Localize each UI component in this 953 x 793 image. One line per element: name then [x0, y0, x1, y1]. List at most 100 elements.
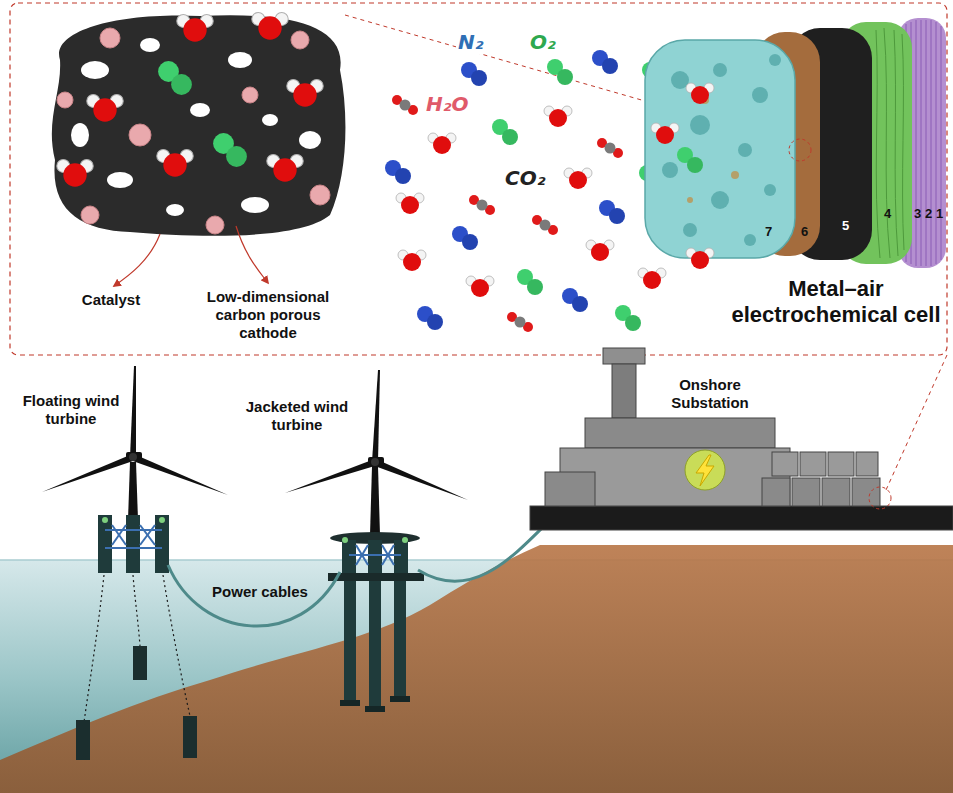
- metal-air-cell-part-part: [690, 115, 710, 135]
- zoom-frame: [10, 3, 947, 355]
- onshore-substation: [530, 348, 953, 530]
- jacketed-wind-turbine-part: [342, 540, 356, 574]
- gas-molecules-part: [564, 168, 592, 189]
- part-label: Catalyst: [66, 291, 156, 309]
- porous-cathode-part-part: [81, 206, 99, 224]
- floating-wind-turbine-part-part: [140, 525, 155, 545]
- metal-air-cell-part-part: [884, 28, 890, 258]
- metal-air-cell-part: [876, 28, 904, 258]
- gas-molecules-part: [398, 250, 426, 271]
- floating-wind-turbine-part-part: [105, 529, 162, 531]
- metal-air-cell-part-part: [916, 20, 917, 266]
- callout-number: 3: [914, 206, 921, 222]
- gas-molecules-part: [532, 215, 558, 235]
- gas-molecules-part: [461, 62, 487, 86]
- jacketed-wind-turbine-part: [285, 460, 378, 493]
- porous-cathode-part: [87, 94, 123, 121]
- jacketed-wind-turbine-part: [394, 581, 406, 699]
- molecule-label: H₂O: [424, 92, 471, 116]
- onshore-substation-part: [792, 478, 820, 506]
- callout-number: 5: [842, 218, 849, 234]
- floating-wind-turbine-part: [126, 452, 142, 461]
- floating-wind-turbine-part-part: [105, 547, 162, 549]
- callout-number: 7: [765, 224, 772, 240]
- molecule-label: N₂: [456, 30, 486, 54]
- porous-cathode-part: [81, 61, 109, 79]
- porous-cathode-part-part: [100, 28, 120, 48]
- gas-molecules-part: [562, 288, 588, 312]
- porous-cathode-part: [241, 197, 269, 213]
- jacketed-wind-turbine-part: [369, 581, 381, 709]
- porous-cathode-part: [262, 114, 278, 126]
- gas-molecules-part: [586, 240, 614, 261]
- onshore-substation-part: [685, 450, 725, 490]
- leader-arrow: [114, 234, 160, 286]
- zoom-line: [886, 355, 947, 490]
- floating-wind-turbine-part: [98, 515, 112, 573]
- jacketed-wind-turbine-part: [370, 466, 380, 535]
- jacketed-wind-turbine-part: [402, 537, 408, 543]
- onshore-substation-part: [530, 506, 953, 530]
- gas-molecules-part: [466, 276, 494, 297]
- metal-air-cell-part: [677, 147, 703, 173]
- porous-cathode-part: [57, 159, 93, 186]
- turbine-label: Jacketed wind turbine: [238, 398, 356, 434]
- porous-cathode-part: [57, 28, 330, 234]
- onshore-substation-part: [696, 455, 714, 486]
- jacketed-wind-turbine-part: [390, 696, 410, 702]
- jacketed-wind-turbine-part: [368, 540, 382, 574]
- porous-cathode-part: [228, 52, 252, 68]
- porous-cathode-part: [177, 14, 213, 41]
- floating-wind-turbine-part: [129, 453, 137, 461]
- gas-molecules-part: [396, 193, 424, 214]
- jacketed-wind-turbine-part: [368, 457, 384, 466]
- metal-air-cell-part-part: [876, 30, 880, 258]
- part-label: Low-dimensional carbon porous cathode: [198, 288, 338, 342]
- metal-air-cell-part: [686, 248, 714, 269]
- gas-molecules-part: [615, 305, 641, 331]
- gas-molecules-part: [544, 106, 572, 127]
- gas-molecules-part: [492, 119, 518, 145]
- metal-air-cell: [645, 18, 946, 269]
- callout-number: 6: [801, 224, 808, 240]
- power-cable: [168, 565, 340, 626]
- metal-air-cell-part-part: [731, 171, 739, 179]
- porous-cathode-part: [287, 79, 323, 106]
- floating-wind-turbine-part: [128, 462, 138, 520]
- metal-air-cell-part-part: [936, 22, 937, 264]
- jacketed-wind-turbine-part: [328, 573, 424, 581]
- floating-wind-turbine-part: [105, 525, 162, 548]
- callout-number: 2: [925, 206, 932, 222]
- jacketed-wind-turbine-part: [342, 537, 348, 543]
- floating-wind-turbine-part: [130, 366, 136, 457]
- gas-molecules-part: [417, 306, 443, 330]
- onshore-substation-part: [772, 452, 798, 476]
- floating-wind-turbine-part: [102, 517, 108, 523]
- metal-air-cell-part-part: [921, 20, 922, 266]
- gas-molecules-part: [507, 312, 533, 332]
- metal-air-cell-part-part: [687, 197, 693, 203]
- onshore-substation-part: [585, 418, 775, 448]
- gas-molecules-part: [469, 195, 495, 215]
- porous-cathode-part-part: [129, 124, 151, 146]
- gas-molecules-part: [452, 226, 478, 250]
- cell-title: Metal–air electrochemical cell: [724, 276, 948, 329]
- porous-cathode-part-part: [57, 92, 73, 108]
- gas-molecules-part: [597, 138, 623, 158]
- floating-wind-turbine-part: [183, 716, 197, 758]
- onshore-substation-part: [612, 364, 636, 418]
- metal-air-cell-part-part: [662, 162, 678, 178]
- metal-air-cell-part: [687, 96, 739, 203]
- porous-cathode-part: [158, 61, 192, 95]
- porous-cathode-part: [252, 12, 288, 39]
- power-cable: [418, 522, 548, 581]
- onshore-substation-part: [762, 478, 790, 506]
- metal-air-cell-part-part: [931, 20, 932, 266]
- onshore-substation-part: [603, 348, 645, 364]
- porous-cathode-part: [157, 149, 193, 176]
- leader-arrow: [236, 226, 268, 283]
- metal-air-cell-part: [686, 83, 714, 104]
- metal-air-cell-part-part: [752, 87, 768, 103]
- turbine-label: Floating wind turbine: [16, 392, 126, 428]
